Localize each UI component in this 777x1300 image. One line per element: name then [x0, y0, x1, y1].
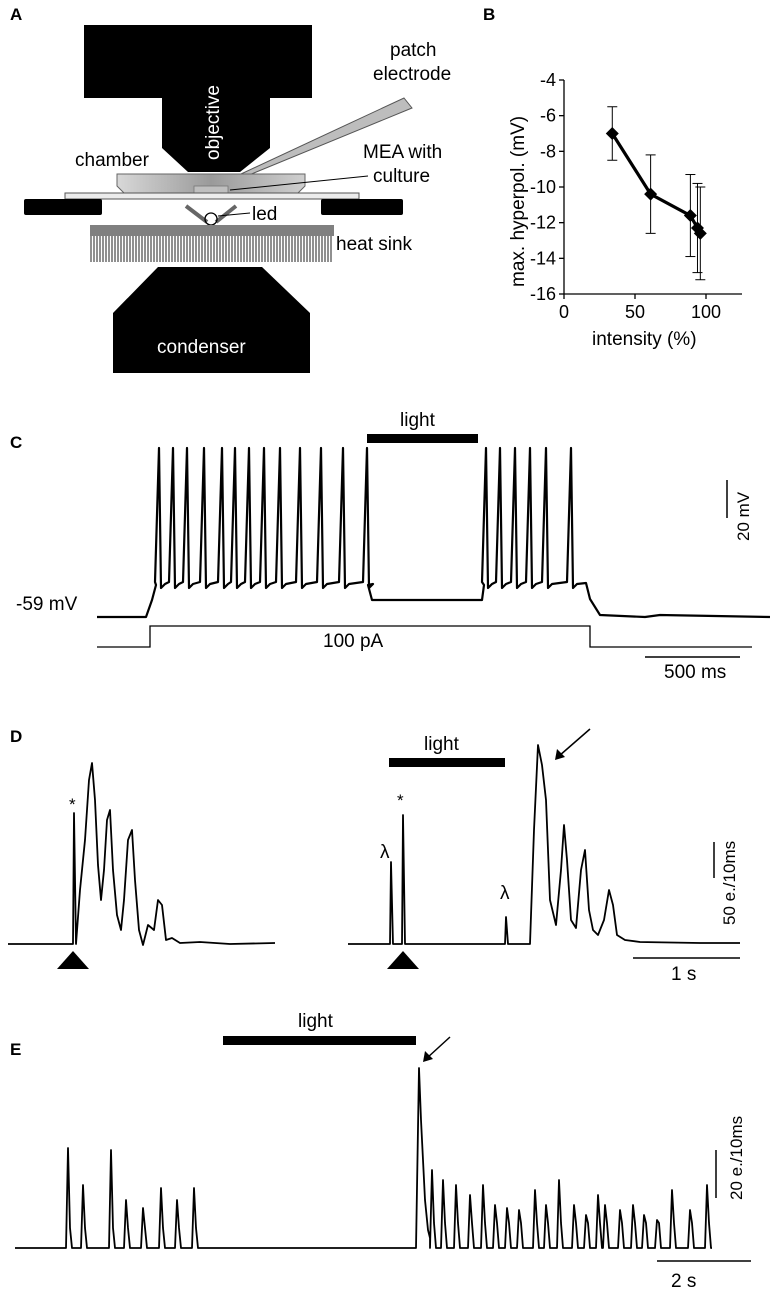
panel-e-label: E: [10, 1040, 21, 1059]
b-xtick-label: 0: [559, 302, 569, 322]
panel-e: E light 20 e./10ms 2 s: [10, 1011, 751, 1292]
b-ytick-label: -6: [540, 106, 556, 126]
led-leg-right: [214, 204, 238, 224]
d-scale-y-label: 50 e./10ms: [720, 841, 739, 925]
heat-sink-plate: [90, 225, 334, 236]
e-event-trace: [15, 1067, 712, 1249]
c-resting-potential: -59 mV: [16, 594, 78, 615]
b-ytick-label: -8: [540, 141, 556, 161]
heat-sink-label: heat sink: [336, 234, 413, 255]
electrode-label: electrode: [373, 64, 451, 85]
b-ytick-label: -4: [540, 70, 556, 90]
b-data-point: [605, 127, 619, 140]
panel-c: C light -59 mV 100 pA 20 mV 500 ms: [10, 410, 771, 683]
d-light-bar: [389, 758, 505, 767]
e-arrow-icon: [423, 1036, 451, 1062]
b-ytick-label: -16: [530, 284, 556, 304]
mea-pointer: [229, 175, 369, 191]
panel-a-label: A: [10, 5, 22, 24]
b-data-point: [644, 187, 658, 201]
c-voltage-trace: [97, 446, 771, 619]
mea-label-1: MEA with: [363, 142, 442, 163]
condenser-label: condenser: [157, 337, 246, 358]
b-ytick-label: -14: [530, 248, 556, 268]
chamber-label: chamber: [75, 150, 150, 171]
b-ytick-label: -12: [530, 213, 556, 233]
b-x-axis-label: intensity (%): [592, 329, 697, 350]
d-lambda-1: λ: [380, 842, 390, 863]
d-trace-light: [348, 744, 740, 945]
d-star-left: *: [69, 795, 76, 814]
e-light-bar: [223, 1036, 416, 1045]
heat-sink-fins: [90, 236, 332, 262]
objective-label: objective: [203, 85, 224, 160]
b-ytick-label: -10: [530, 177, 556, 197]
patch-label: patch: [390, 40, 436, 61]
panel-d-label: D: [10, 727, 22, 746]
panel-b-label: B: [483, 5, 495, 24]
led-pointer: [217, 212, 251, 217]
b-series: [605, 106, 707, 281]
panel-a: A objective patch electrode chamber MEA …: [10, 5, 451, 373]
b-x-ticks: 0 50 100: [559, 294, 721, 322]
objective-body: [84, 25, 312, 172]
panel-b: B -4 -6 -8 -10 -12 -14 -16 0 50 100 intensity (%…: [483, 5, 742, 350]
led-label: led: [252, 204, 277, 225]
e-light-label: light: [298, 1011, 334, 1032]
mea-chip: [193, 185, 229, 194]
b-y-ticks: -4 -6 -8 -10 -12 -14 -16: [530, 70, 564, 304]
c-light-bar: [367, 434, 478, 443]
c-current-step: [97, 625, 752, 648]
d-arrow-icon: [555, 728, 591, 760]
mea-label-2: culture: [373, 166, 430, 187]
c-light-label: light: [400, 410, 436, 431]
stage-right: [321, 199, 403, 215]
led-leg-left: [184, 204, 209, 224]
b-xtick-label: 100: [691, 302, 721, 322]
b-xtick-label: 50: [625, 302, 645, 322]
d-star-right: *: [397, 791, 404, 810]
b-data-point: [683, 209, 697, 223]
led-icon: [204, 212, 218, 226]
d-scale-t-label: 1 s: [671, 964, 696, 985]
panel-d: D light * * λ λ 50 e./10ms 1 s: [8, 727, 740, 985]
d-stim-marker-right: [387, 951, 419, 969]
d-light-label: light: [424, 734, 460, 755]
stage-left: [24, 199, 102, 215]
d-lambda-2: λ: [500, 883, 510, 904]
c-scale-t-label: 500 ms: [664, 662, 726, 683]
condenser-body: [113, 267, 310, 373]
d-trace-control: [8, 762, 276, 946]
b-data-point: [693, 226, 707, 240]
stage-plate: [64, 192, 360, 200]
c-current-label: 100 pA: [323, 631, 384, 652]
e-scale-t-label: 2 s: [671, 1271, 696, 1292]
panel-c-label: C: [10, 433, 22, 452]
c-scale-v-label: 20 mV: [734, 491, 753, 541]
b-y-axis-label: max. hyperpol. (mV): [508, 116, 529, 287]
e-scale-y-label: 20 e./10ms: [727, 1116, 746, 1200]
d-stim-marker-left: [57, 951, 89, 969]
